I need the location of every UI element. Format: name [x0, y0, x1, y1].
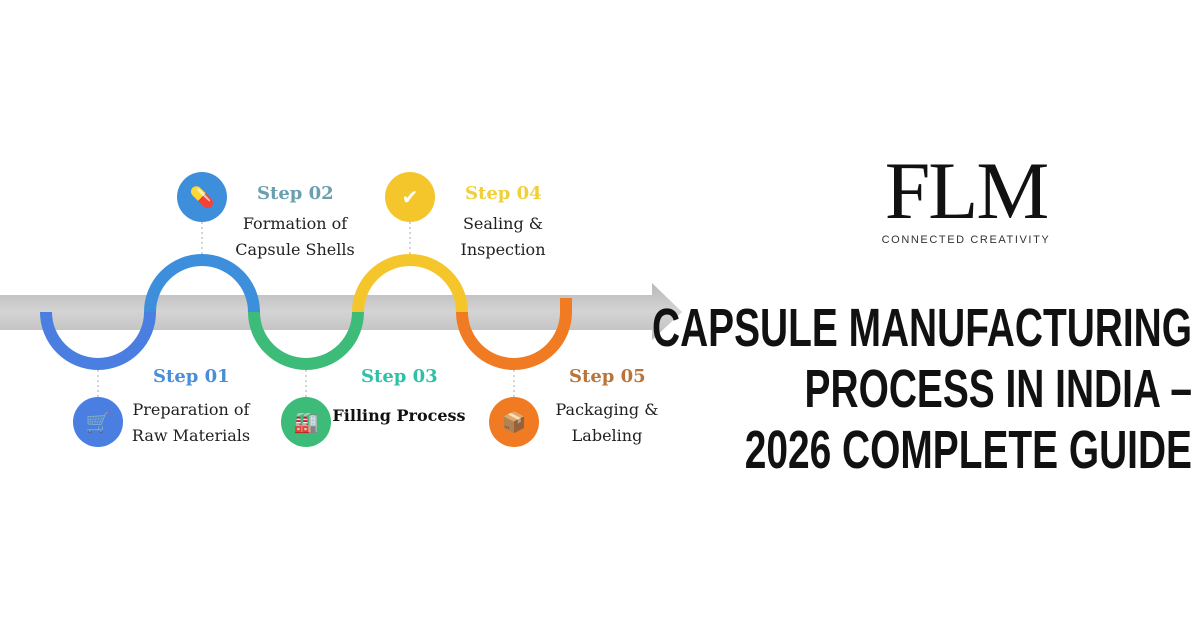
step-3-description: Filling Process	[319, 403, 479, 429]
raw-materials-icon: 🛒	[86, 410, 111, 434]
step-4-label: Step 04	[465, 183, 542, 204]
step-5-description: Packaging & Labeling	[527, 397, 687, 449]
wave-arc-step-4	[352, 254, 468, 313]
description-line: Formation of	[242, 214, 348, 233]
title-line-3: 2026 COMPLETE GUIDE	[744, 420, 1192, 480]
logo-mark: FLM	[884, 145, 1050, 236]
description-line: Packaging &	[555, 400, 659, 419]
step-1-description: Preparation of Raw Materials	[111, 397, 271, 449]
page-title: CAPSULE MANUFACTURING PROCESS IN INDIA –…	[442, 298, 1192, 481]
title-line-2: PROCESS IN INDIA –	[804, 359, 1192, 419]
step-5-label: Step 05	[569, 366, 646, 387]
description-line: Filling Process	[332, 406, 466, 425]
description-line: Capsule Shells	[235, 240, 355, 259]
process-timeline: 🛒 💊 🏭 ✔ 📦	[0, 172, 682, 447]
capsules-icon-circle	[177, 172, 227, 222]
step-1-label: Step 01	[153, 366, 230, 387]
description-line: Inspection	[460, 240, 546, 259]
flm-logo: FLM CONNECTED CREATIVITY	[878, 145, 1054, 247]
step-3-label: Step 03	[361, 366, 438, 387]
wave-arc-step-2	[144, 254, 260, 313]
wave-arc-step-3	[248, 311, 364, 370]
capsules-icon: 💊	[190, 185, 215, 209]
description-line: Labeling	[571, 426, 643, 445]
quality-badge-icon-circle	[385, 172, 435, 222]
step-4-description: Sealing & Inspection	[423, 211, 583, 263]
description-line: Sealing &	[462, 214, 544, 233]
logo-tagline: CONNECTED CREATIVITY	[881, 234, 1051, 246]
wave-arc-step-1	[40, 311, 156, 370]
package-box-icon-circle	[489, 397, 539, 447]
raw-materials-icon-circle	[73, 397, 123, 447]
step-2-label: Step 02	[257, 183, 334, 204]
quality-badge-icon: ✔	[402, 185, 419, 209]
title-line-1: CAPSULE MANUFACTURING	[652, 298, 1192, 358]
description-line: Preparation of	[132, 400, 250, 419]
filling-machine-icon-circle	[281, 397, 331, 447]
wave-arc-step-5	[456, 311, 572, 370]
timeline-arrow	[0, 283, 682, 340]
package-box-icon: 📦	[502, 410, 527, 434]
filling-machine-icon: 🏭	[294, 410, 319, 434]
description-line: Raw Materials	[131, 426, 251, 445]
step-2-description: Formation of Capsule Shells	[215, 211, 375, 263]
